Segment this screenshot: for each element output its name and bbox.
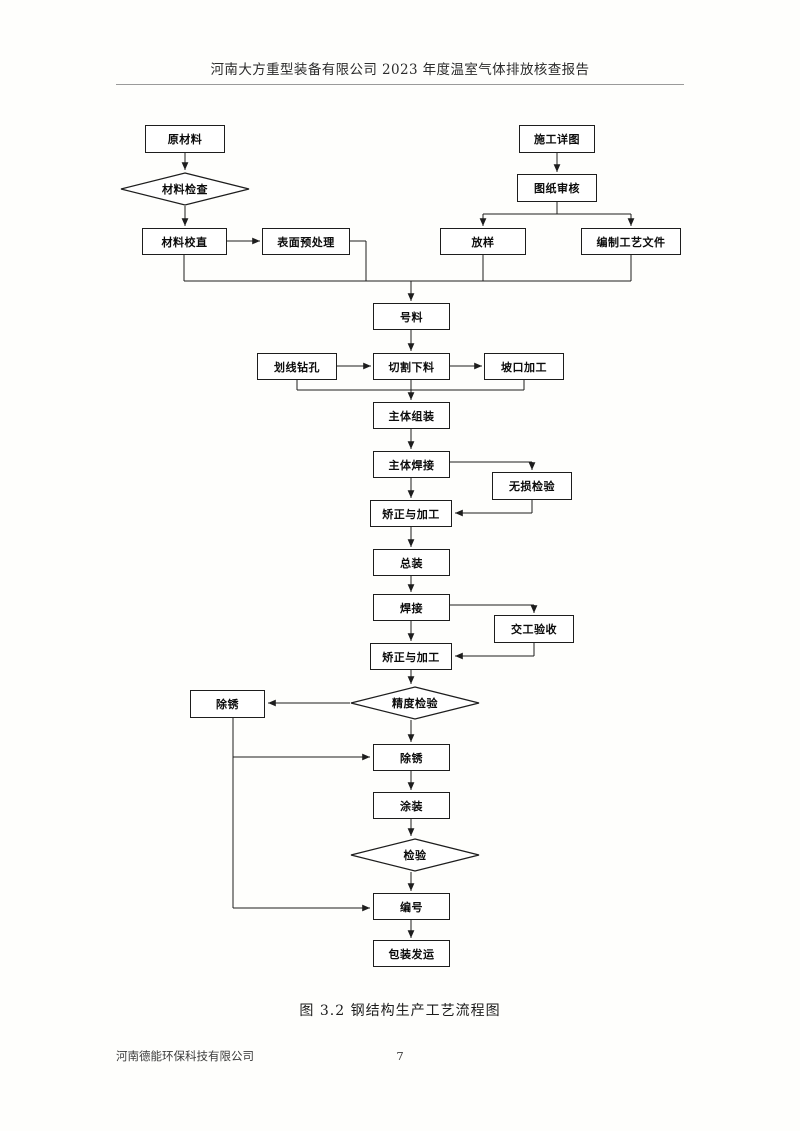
flow-node-label: 精度检验 <box>392 697 438 710</box>
flow-node-label: 坡口加工 <box>501 360 547 374</box>
flow-node-pack_ship: 包装发运 <box>373 940 450 967</box>
flow-node-derust: 除锈 <box>373 744 450 771</box>
page-footer: 河南德能环保科技有限公司 7 <box>116 1048 684 1064</box>
flow-node-label: 表面预处理 <box>277 235 335 249</box>
page-header-title: 河南大方重型装备有限公司 2023 年度温室气体排放核查报告 <box>210 62 590 78</box>
flow-node-handover_accept: 交工验收 <box>494 615 574 643</box>
flow-node-label: 除锈 <box>216 698 239 711</box>
flow-node-process_doc: 编制工艺文件 <box>581 228 681 255</box>
flow-node-label: 包装发运 <box>388 947 435 961</box>
flow-node-label: 原材料 <box>167 133 203 146</box>
flowchart-connector-lines <box>181 153 635 938</box>
flow-node-material_straight: 材料校直 <box>142 228 227 255</box>
flow-node-label: 主体焊接 <box>388 458 435 472</box>
footer-page-number: 7 <box>396 1049 404 1063</box>
flow-node-construction_dwg: 施工详图 <box>519 125 595 153</box>
flow-node-label: 材料检查 <box>162 183 208 196</box>
flow-node-raw_material: 原材料 <box>145 125 225 153</box>
flow-node-main_assembly: 主体组装 <box>373 402 450 429</box>
flow-node-drawing_review: 图纸审核 <box>517 174 597 202</box>
flow-decision-precision_check: 精度检验 <box>350 686 480 720</box>
flow-node-coating: 涂装 <box>373 792 450 819</box>
flow-node-label: 矫正与加工 <box>382 507 440 521</box>
flow-node-main_welding: 主体焊接 <box>373 451 450 478</box>
footer-company-name: 河南德能环保科技有限公司 <box>116 1049 254 1063</box>
flow-node-correct_machine_1: 矫正与加工 <box>370 500 452 527</box>
flow-node-label: 涂装 <box>400 799 423 813</box>
flow-node-label: 放样 <box>471 235 495 249</box>
flow-node-layout: 放样 <box>440 228 526 255</box>
flow-node-label: 材料校直 <box>161 235 208 249</box>
flow-node-label: 号料 <box>400 310 423 324</box>
flow-node-surface_pretreat: 表面预处理 <box>262 228 350 255</box>
flow-node-label: 主体组装 <box>388 409 435 423</box>
flow-node-label: 无损检验 <box>509 480 555 493</box>
figure-caption: 图 3.2 钢结构生产工艺流程图 <box>299 1003 501 1019</box>
flow-node-welding: 焊接 <box>373 594 450 621</box>
flow-node-cutting: 切割下料 <box>373 353 450 380</box>
flow-node-scribe_drill: 划线钻孔 <box>257 353 337 380</box>
flow-node-label: 划线钻孔 <box>274 360 320 374</box>
flow-node-marking: 号料 <box>373 303 450 330</box>
flow-node-label: 图纸审核 <box>534 182 580 195</box>
flowchart: 原材料材料检查材料校直 表面预处理 施工详图图纸审核放样 编制工艺文件号料划线钻孔 切割… <box>120 125 681 967</box>
flow-node-label: 除锈 <box>400 751 423 765</box>
flow-node-numbering: 编号 <box>373 893 450 920</box>
header-divider <box>116 84 684 85</box>
flow-node-label: 交工验收 <box>511 623 557 636</box>
flow-node-label: 编制工艺文件 <box>596 235 666 249</box>
flow-node-final_assembly: 总装 <box>373 549 450 576</box>
flow-node-derust_rework: 除锈 <box>190 690 265 718</box>
flow-decision-material_check: 材料检查 <box>120 172 250 206</box>
flow-node-label: 编号 <box>400 900 423 914</box>
flow-node-label: 施工详图 <box>534 133 580 146</box>
flow-node-label: 焊接 <box>400 601 423 615</box>
flow-node-label: 矫正与加工 <box>382 650 440 664</box>
flow-node-groove_machining: 坡口加工 <box>484 353 564 380</box>
flow-node-correct_machine_2: 矫正与加工 <box>370 643 452 670</box>
flow-node-label: 检验 <box>403 849 427 862</box>
flow-node-label: 切割下料 <box>388 360 435 374</box>
flow-decision-inspection: 检验 <box>350 838 480 872</box>
flow-node-label: 总装 <box>400 556 423 570</box>
flow-node-ndt_inspection: 无损检验 <box>492 472 572 500</box>
